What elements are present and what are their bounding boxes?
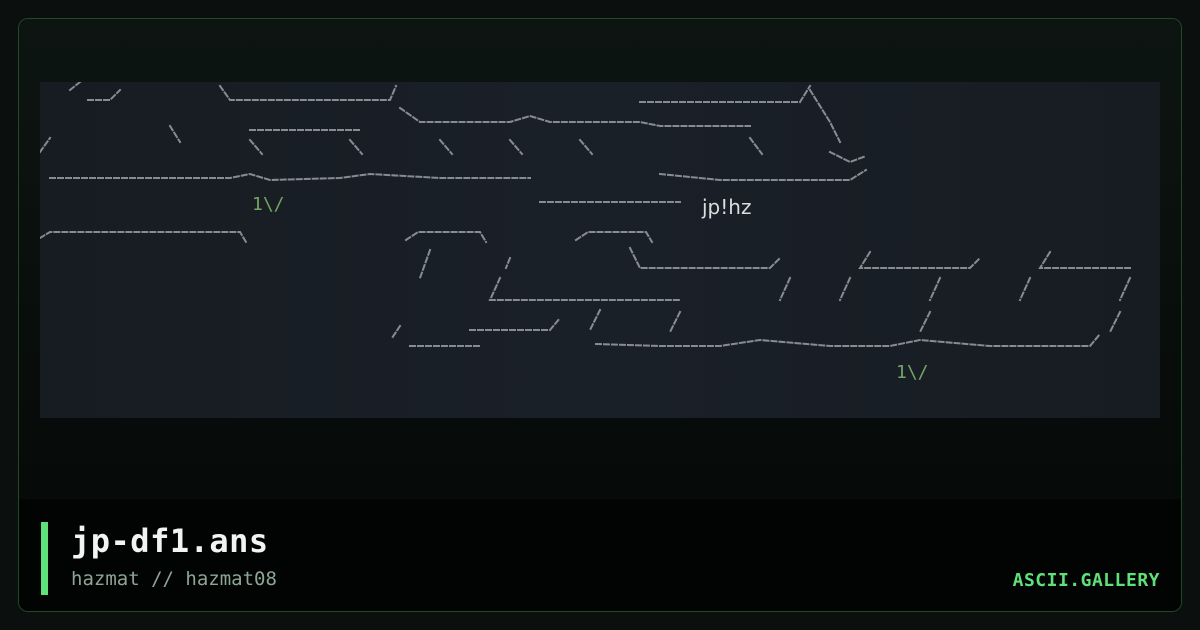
ansi-art-drawing: 1\/ 1\/ jp!hz: [40, 82, 1132, 383]
site-brand-link[interactable]: ASCII.GALLERY: [1012, 570, 1160, 591]
card-footer: jp-df1.ans hazmat // hazmat08 ASCII.GALL…: [19, 500, 1181, 611]
artwork-card[interactable]: 1\/ 1\/ jp!hz jp-df1.ans hazmat // hazma…: [18, 18, 1182, 612]
ansi-art-preview: 1\/ 1\/ jp!hz: [40, 82, 1160, 418]
art-signature: jp!hz: [701, 195, 751, 219]
artwork-title[interactable]: jp-df1.ans: [71, 522, 269, 560]
accent-bar: [41, 522, 48, 595]
art-tag-upper: 1\/: [252, 194, 285, 215]
artist-byline[interactable]: hazmat // hazmat08: [71, 568, 277, 590]
art-tag-lower: 1\/: [896, 362, 929, 383]
